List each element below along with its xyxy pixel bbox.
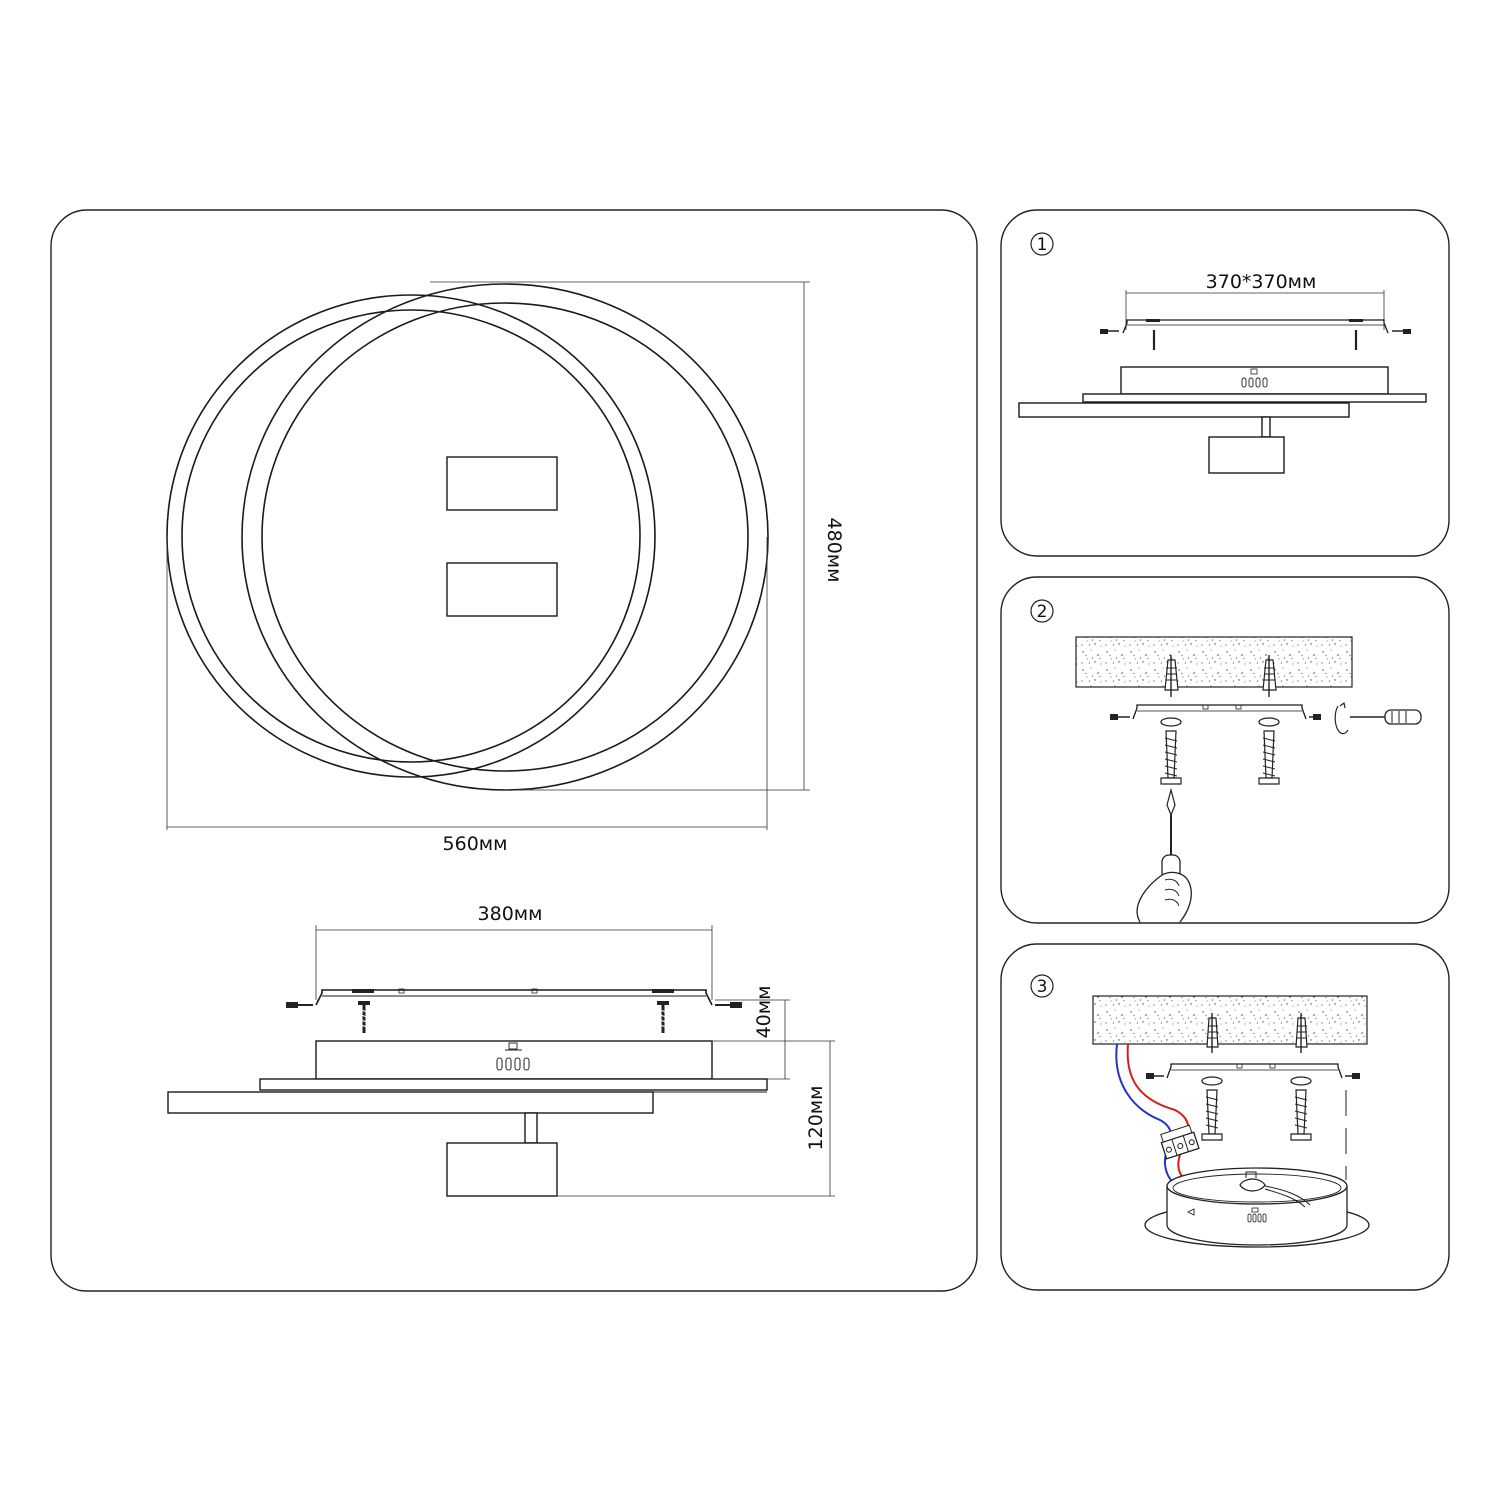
red-wire xyxy=(1126,1043,1249,1192)
step-3-luminaire xyxy=(1144,1167,1370,1248)
step-1-lower-plate xyxy=(1018,402,1350,418)
step-2-frame xyxy=(1000,576,1450,924)
step-3-dowel-left xyxy=(1206,1013,1219,1053)
left-ring-inner xyxy=(181,309,641,763)
step-2-hand-screwdriver xyxy=(1136,787,1192,923)
step-1-base-box xyxy=(1120,366,1389,395)
step-2-screw-left xyxy=(1160,730,1182,785)
step-2-panel: 2 xyxy=(1000,576,1450,924)
step-2-screw-right xyxy=(1258,730,1280,785)
bottom-block xyxy=(446,1142,558,1197)
step-1-badge xyxy=(1030,232,1054,256)
terminal-block xyxy=(1160,1124,1200,1160)
mount-screw-left xyxy=(358,1001,370,1033)
step-3-panel: 3 xyxy=(1000,943,1450,1291)
mount-screw-right xyxy=(657,1001,669,1033)
front-view: 480мм 560мм xyxy=(166,281,845,855)
width-dimension xyxy=(166,536,768,830)
step-3-screw-left xyxy=(1201,1089,1223,1141)
support-stem xyxy=(524,1112,538,1144)
step-1-frame xyxy=(1000,209,1450,557)
right-ring-inner xyxy=(261,302,749,772)
step-3-badge xyxy=(1030,974,1054,998)
height-dimension xyxy=(430,281,810,791)
main-panel-frame xyxy=(50,209,978,1292)
step-2-dowel-left xyxy=(1164,655,1179,697)
step-3-bracket xyxy=(1166,1063,1343,1079)
right-ring-outer xyxy=(241,283,769,791)
step-2-screwdriver-side xyxy=(1334,701,1422,735)
side-screw-left xyxy=(286,1002,313,1008)
main-panel: 480мм 560мм 380мм xyxy=(50,209,978,1292)
step-3-screw-right xyxy=(1290,1089,1312,1141)
side-view: 380мм xyxy=(167,903,835,1197)
base-height-label: 40мм xyxy=(753,986,775,1039)
side-width-label: 380мм xyxy=(478,903,543,925)
led-driver-box-bottom xyxy=(446,562,558,617)
step-2-dowel-right xyxy=(1262,655,1277,697)
step-1-upper-plate xyxy=(1082,393,1427,403)
step-2-bracket xyxy=(1132,704,1307,720)
step-2-ceiling xyxy=(1075,636,1353,688)
total-height-label: 120мм xyxy=(805,1086,827,1151)
height-label: 480мм xyxy=(823,518,845,583)
step-3-number: 3 xyxy=(1037,977,1048,997)
vent-slots xyxy=(496,1057,530,1071)
led-driver-box-top xyxy=(446,456,558,511)
step-1-number: 1 xyxy=(1037,235,1048,255)
step-2-badge xyxy=(1030,599,1054,623)
step-2-number: 2 xyxy=(1037,602,1048,622)
lower-plate xyxy=(167,1091,654,1114)
step-3-ceiling xyxy=(1092,995,1368,1045)
left-ring-outer xyxy=(166,294,656,778)
width-label: 560мм xyxy=(443,833,508,855)
step-1-panel: 1 370*370мм xyxy=(1000,209,1450,557)
side-screw-right xyxy=(715,1002,742,1008)
step-3-dowel-right xyxy=(1295,1013,1308,1053)
base-box xyxy=(315,1040,713,1080)
step-1-bottom-block xyxy=(1208,436,1285,474)
upper-plate xyxy=(259,1078,768,1091)
step-1-bracket xyxy=(1122,319,1389,334)
step-1-dimension: 370*370мм xyxy=(1206,271,1317,293)
mounting-bracket xyxy=(315,989,713,1006)
step-3-frame xyxy=(1000,943,1450,1291)
